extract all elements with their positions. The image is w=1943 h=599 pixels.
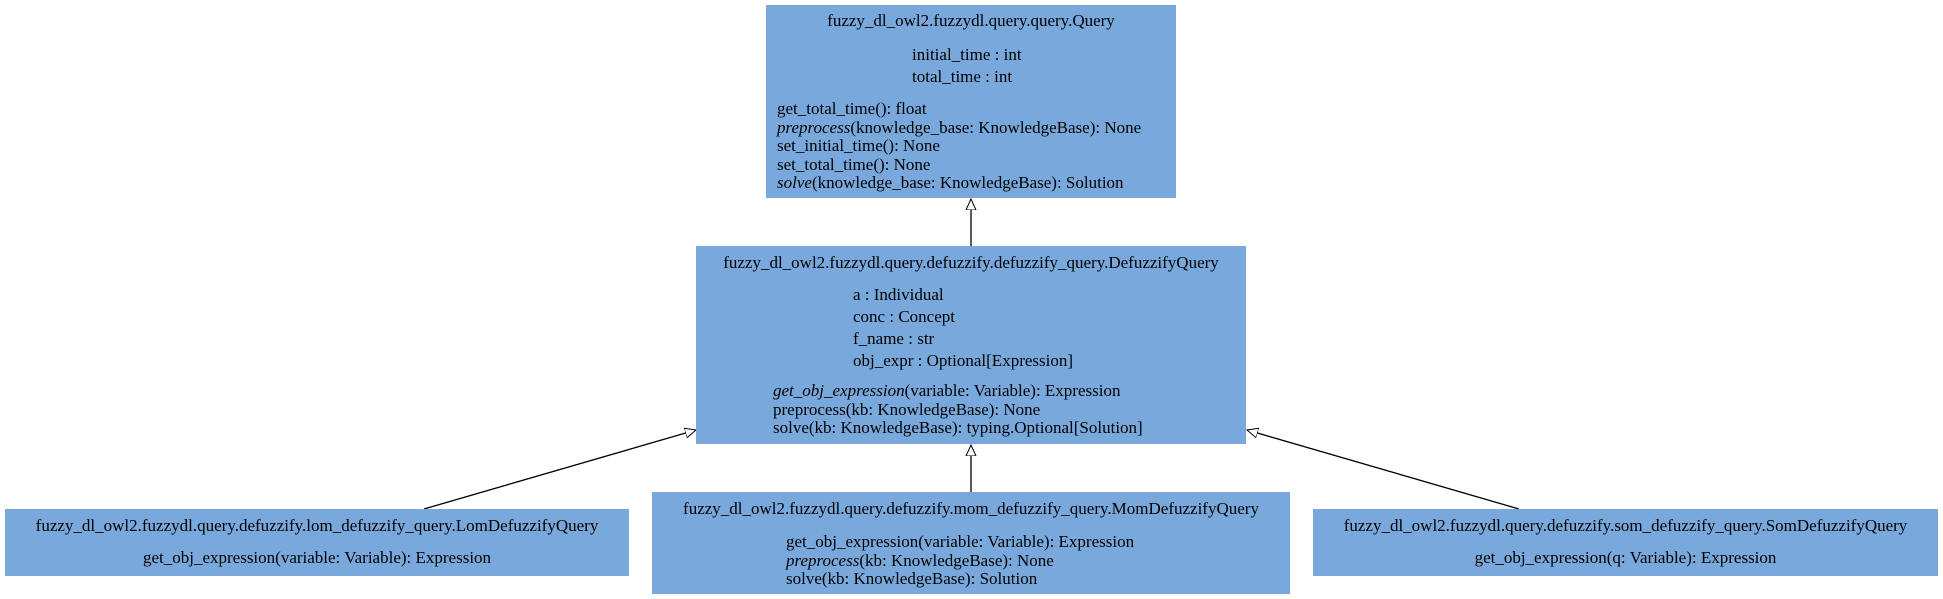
class-title: fuzzy_dl_owl2.fuzzydl.query.defuzzify.lo… (35, 516, 599, 535)
class-title: fuzzy_dl_owl2.fuzzydl.query.defuzzify.de… (723, 253, 1219, 272)
method-signature: (variable: Variable): Expression (904, 381, 1121, 400)
class-title: fuzzy_dl_owl2.fuzzydl.query.defuzzify.mo… (683, 499, 1259, 518)
method: get_obj_expression(variable: Variable): … (786, 532, 1135, 552)
method-list: get_obj_expression(variable: Variable): … (786, 532, 1135, 589)
method-signature: (kb: KnowledgeBase): typing.Optional[Sol… (808, 418, 1143, 437)
method: get_obj_expression(variable: Variable): … (773, 381, 1143, 401)
method-list: get_obj_expression(variable: Variable): … (773, 381, 1143, 438)
attribute-list: initial_time : int total_time : int (912, 44, 1022, 88)
method: get_total_time(): float (777, 99, 1141, 119)
edge-lom-to-defuzzify (423, 430, 696, 510)
method-name: preprocess (773, 399, 846, 419)
method: solve(kb: KnowledgeBase): typing.Optiona… (773, 418, 1143, 438)
attribute: obj_expr : Optional[Expression] (853, 351, 1074, 370)
class-title: fuzzy_dl_owl2.fuzzydl.query.defuzzify.so… (1343, 516, 1908, 535)
method-signature: (q: Variable): Expression (1606, 548, 1777, 567)
method-name: get_obj_expression (786, 532, 919, 551)
method-signature: (variable: Variable): Expression (918, 532, 1135, 551)
edge-som-to-defuzzify (1247, 430, 1520, 510)
method-name: set_total_time (777, 154, 874, 174)
method: set_total_time(): None (777, 154, 1141, 175)
method-signature: (variable: Variable): Expression (275, 548, 492, 567)
method-name: preprocess (786, 550, 860, 570)
method-name: solve (786, 569, 822, 588)
class-title: fuzzy_dl_owl2.fuzzydl.query.query.Query (827, 11, 1115, 30)
method: preprocess(knowledge_base: KnowledgeBase… (777, 117, 1142, 138)
class-node-defuzzify-query[interactable]: fuzzy_dl_owl2.fuzzydl.query.defuzzify.de… (696, 246, 1246, 444)
method: preprocess(kb: KnowledgeBase): None (773, 399, 1143, 420)
attribute-list: a : Individual conc : Concept f_name : s… (853, 284, 1073, 372)
method-name: get_obj_expression (1474, 548, 1607, 567)
class-node-som-defuzzify-query[interactable]: fuzzy_dl_owl2.fuzzydl.query.defuzzify.so… (1313, 509, 1938, 576)
attribute: f_name : str (853, 329, 935, 348)
method-name: solve (777, 173, 812, 192)
method-signature: (): None (873, 154, 931, 174)
class-node-mom-defuzzify-query[interactable]: fuzzy_dl_owl2.fuzzydl.query.defuzzify.mo… (652, 492, 1290, 594)
method-signature: (knowledge_base: KnowledgeBase): Solutio… (811, 173, 1124, 192)
method-signature: (kb: KnowledgeBase): None (859, 550, 1054, 570)
method-signature: (kb: KnowledgeBase): None (845, 399, 1041, 419)
method-signature: (knowledge_base: KnowledgeBase): None (850, 117, 1142, 137)
method-name: get_obj_expression (773, 381, 905, 400)
method: get_obj_expression(variable: Variable): … (5, 548, 629, 568)
attribute: total_time : int (912, 67, 1013, 86)
method-signature: (): float (875, 99, 927, 118)
method: set_initial_time(): None (777, 136, 1141, 156)
class-node-lom-defuzzify-query[interactable]: fuzzy_dl_owl2.fuzzydl.query.defuzzify.lo… (5, 509, 629, 576)
method: solve(kb: KnowledgeBase): Solution (786, 569, 1134, 589)
attribute: a : Individual (853, 285, 944, 304)
method-name: solve (773, 418, 809, 437)
method-signature: (): None (882, 136, 940, 155)
method-name: get_total_time (777, 99, 876, 118)
attribute: conc : Concept (853, 307, 955, 326)
method-name: get_obj_expression (142, 548, 276, 567)
method-name: preprocess (777, 117, 851, 137)
attribute: initial_time : int (912, 45, 1022, 64)
method-signature: (kb: KnowledgeBase): Solution (821, 569, 1038, 588)
method-name: set_initial_time (777, 136, 883, 155)
class-node-query[interactable]: fuzzy_dl_owl2.fuzzydl.query.query.Query … (766, 5, 1176, 198)
method-list: get_total_time(): float preprocess(knowl… (777, 99, 1142, 193)
method: preprocess(kb: KnowledgeBase): None (786, 550, 1134, 571)
method: solve(knowledge_base: KnowledgeBase): So… (777, 173, 1141, 193)
method: get_obj_expression(q: Variable): Express… (1313, 548, 1938, 568)
